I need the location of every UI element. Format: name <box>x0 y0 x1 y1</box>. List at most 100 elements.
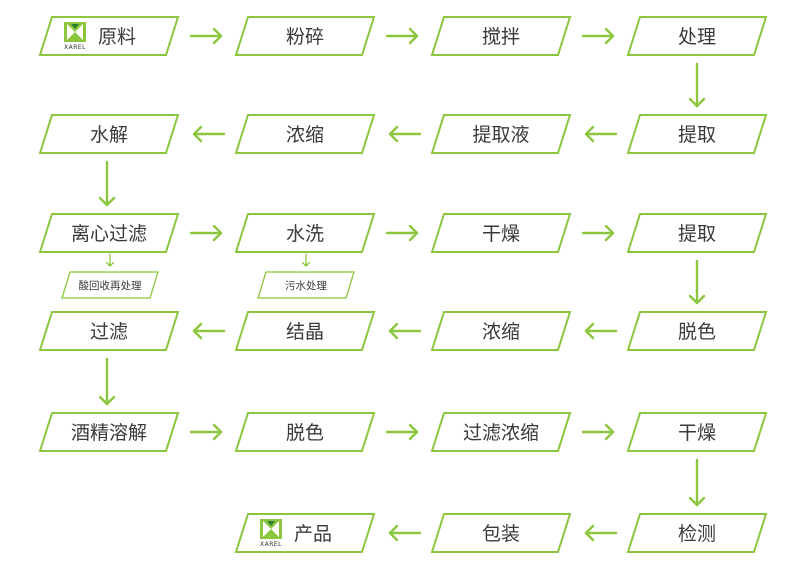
step-box <box>38 114 180 154</box>
step-box <box>430 311 572 351</box>
step-box <box>234 114 376 154</box>
flow-arrow <box>385 224 419 242</box>
step-r5c2: 包装 <box>430 513 572 553</box>
step-r5c3: 检测 <box>626 513 768 553</box>
step-label: 水洗 <box>286 223 324 245</box>
step-box <box>234 16 376 56</box>
side-label: 酸回收再处理 <box>79 279 142 292</box>
step-box <box>626 311 768 351</box>
flow-arrow <box>385 27 419 45</box>
step-box <box>430 213 572 253</box>
step-r4c2: 过滤浓缩 <box>430 412 572 452</box>
side-output-s1: 污水处理 <box>257 271 355 299</box>
step-label: 脱色 <box>286 422 324 444</box>
flow-arrow <box>584 524 618 542</box>
flow-arrow <box>581 423 615 441</box>
step-box <box>626 16 768 56</box>
flow-arrow <box>189 224 223 242</box>
step-r3c3: 脱色 <box>626 311 768 351</box>
side-arrow <box>105 253 115 267</box>
flow-arrow <box>581 27 615 45</box>
step-r2c2: 干燥 <box>430 213 572 253</box>
step-label: 过滤 <box>90 321 128 343</box>
step-label: 原料 <box>98 26 136 48</box>
flow-arrow <box>189 423 223 441</box>
flow-arrow <box>581 224 615 242</box>
xarel-logo-icon: XAREL <box>64 22 86 51</box>
flow-arrow <box>98 160 116 207</box>
step-r1c3: 提取 <box>626 114 768 154</box>
step-label: 处理 <box>678 26 716 48</box>
flow-arrow <box>192 125 226 143</box>
step-label: 干燥 <box>482 223 520 245</box>
logo-text: XAREL <box>64 44 86 51</box>
flow-arrow <box>688 458 706 507</box>
step-box <box>234 213 376 253</box>
side-box <box>61 271 159 299</box>
step-box <box>626 513 768 553</box>
step-r2c0: 离心过滤 <box>38 213 180 253</box>
step-label: 脱色 <box>678 321 716 343</box>
step-r3c0: 过滤 <box>38 311 180 351</box>
step-label: 干燥 <box>678 422 716 444</box>
step-label: 过滤浓缩 <box>463 422 539 444</box>
flow-arrow <box>584 125 618 143</box>
step-label: 离心过滤 <box>71 223 147 245</box>
side-arrow <box>301 253 311 267</box>
step-label: 提取 <box>678 124 716 146</box>
step-box <box>38 311 180 351</box>
step-box <box>234 311 376 351</box>
step-box <box>430 412 572 452</box>
flow-arrow <box>584 322 618 340</box>
step-label: 浓缩 <box>286 124 324 146</box>
step-label: 结晶 <box>286 321 324 343</box>
step-r3c1: 结晶 <box>234 311 376 351</box>
xarel-logo-icon: XAREL <box>260 519 282 548</box>
step-label: 产品 <box>294 523 332 545</box>
step-r4c0: 酒精溶解 <box>38 412 180 452</box>
step-label: 提取 <box>678 223 716 245</box>
step-box <box>234 412 376 452</box>
flow-arrow <box>189 27 223 45</box>
flow-arrow <box>688 62 706 108</box>
step-box <box>430 513 572 553</box>
step-label: 水解 <box>90 124 128 146</box>
step-label: 搅拌 <box>482 26 520 48</box>
step-label: 检测 <box>678 523 716 545</box>
flow-arrow <box>385 423 419 441</box>
side-output-s0: 酸回收再处理 <box>61 271 159 299</box>
side-label: 污水处理 <box>285 280 327 292</box>
step-r2c3: 提取 <box>626 213 768 253</box>
step-r5c1: 产品 XAREL <box>234 513 376 553</box>
step-r1c0: 水解 <box>38 114 180 154</box>
step-r0c0: 原料 XAREL <box>38 16 180 56</box>
step-r1c1: 浓缩 <box>234 114 376 154</box>
step-r4c1: 脱色 <box>234 412 376 452</box>
step-label: 包装 <box>482 523 520 545</box>
step-box <box>626 412 768 452</box>
step-r0c3: 处理 <box>626 16 768 56</box>
step-box <box>38 213 180 253</box>
step-label: 浓缩 <box>482 321 520 343</box>
flow-arrow <box>192 322 226 340</box>
step-r0c2: 搅拌 <box>430 16 572 56</box>
step-label: 酒精溶解 <box>71 422 147 444</box>
step-box <box>38 412 180 452</box>
step-box <box>430 114 572 154</box>
step-label: 粉碎 <box>286 26 324 48</box>
step-label: 提取液 <box>472 124 529 146</box>
flow-arrow <box>98 357 116 406</box>
step-r3c2: 浓缩 <box>430 311 572 351</box>
flow-arrow <box>688 259 706 305</box>
step-r1c2: 提取液 <box>430 114 572 154</box>
step-r0c1: 粉碎 <box>234 16 376 56</box>
flow-arrow <box>388 125 422 143</box>
step-box <box>626 114 768 154</box>
step-r4c3: 干燥 <box>626 412 768 452</box>
step-box <box>430 16 572 56</box>
step-r2c1: 水洗 <box>234 213 376 253</box>
step-box <box>626 213 768 253</box>
logo-text: XAREL <box>260 541 282 548</box>
